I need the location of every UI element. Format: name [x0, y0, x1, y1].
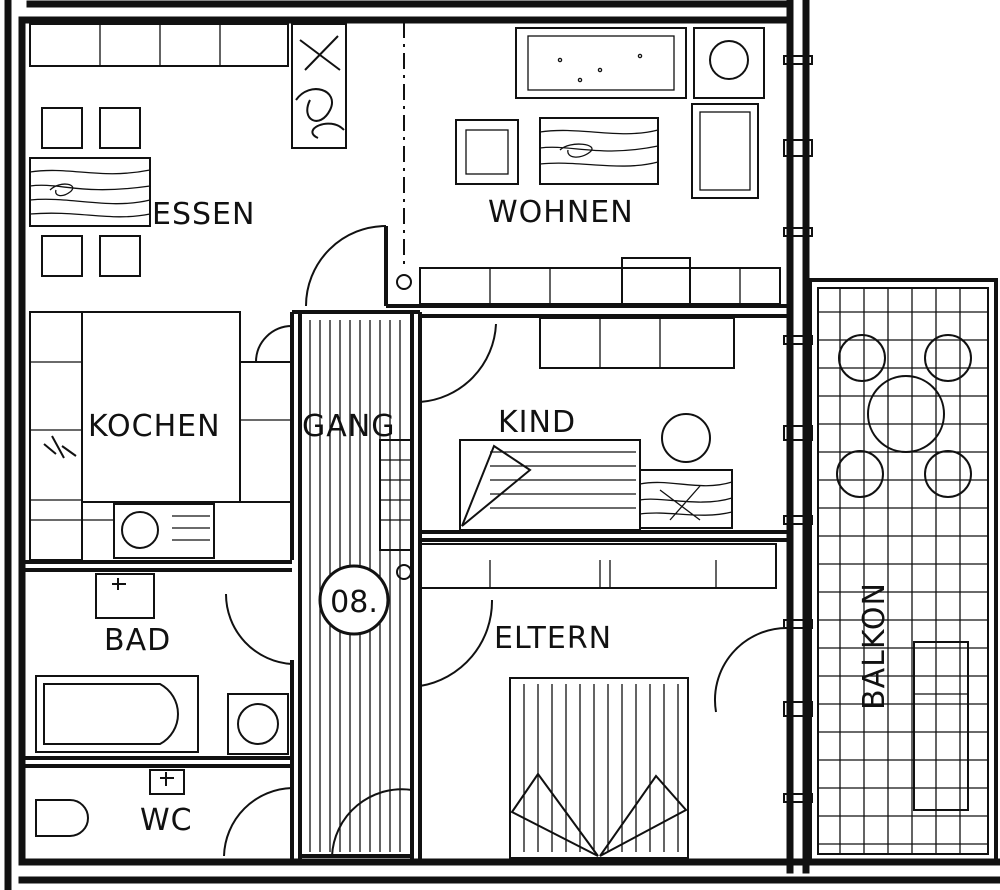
bad-fixtures	[35, 573, 293, 755]
wohnen-furniture	[305, 27, 781, 307]
label-bad: BAD	[104, 623, 171, 658]
label-essen: ESSEN	[152, 197, 255, 232]
unit-number-badge: 08.	[318, 564, 390, 636]
label-kochen: KOCHEN	[88, 409, 221, 444]
unit-number: 08.	[330, 585, 378, 620]
label-wc: WC	[140, 803, 193, 838]
label-gang: GANG	[302, 409, 395, 444]
kochen-furniture	[29, 311, 293, 561]
kind-furniture	[419, 317, 735, 531]
room-labels: ESSEN WOHNEN KOCHEN GANG KIND BAD ELTERN…	[88, 195, 892, 838]
wc-fixtures	[35, 769, 413, 857]
outer-walls	[4, 0, 1000, 890]
label-balkon: BALKON	[857, 582, 892, 710]
balkon	[808, 278, 998, 864]
label-kind: KIND	[498, 405, 576, 440]
label-eltern: ELTERN	[494, 621, 612, 656]
essen-furniture	[29, 23, 347, 277]
eltern-furniture	[419, 543, 789, 859]
label-wohnen: WOHNEN	[488, 195, 634, 230]
